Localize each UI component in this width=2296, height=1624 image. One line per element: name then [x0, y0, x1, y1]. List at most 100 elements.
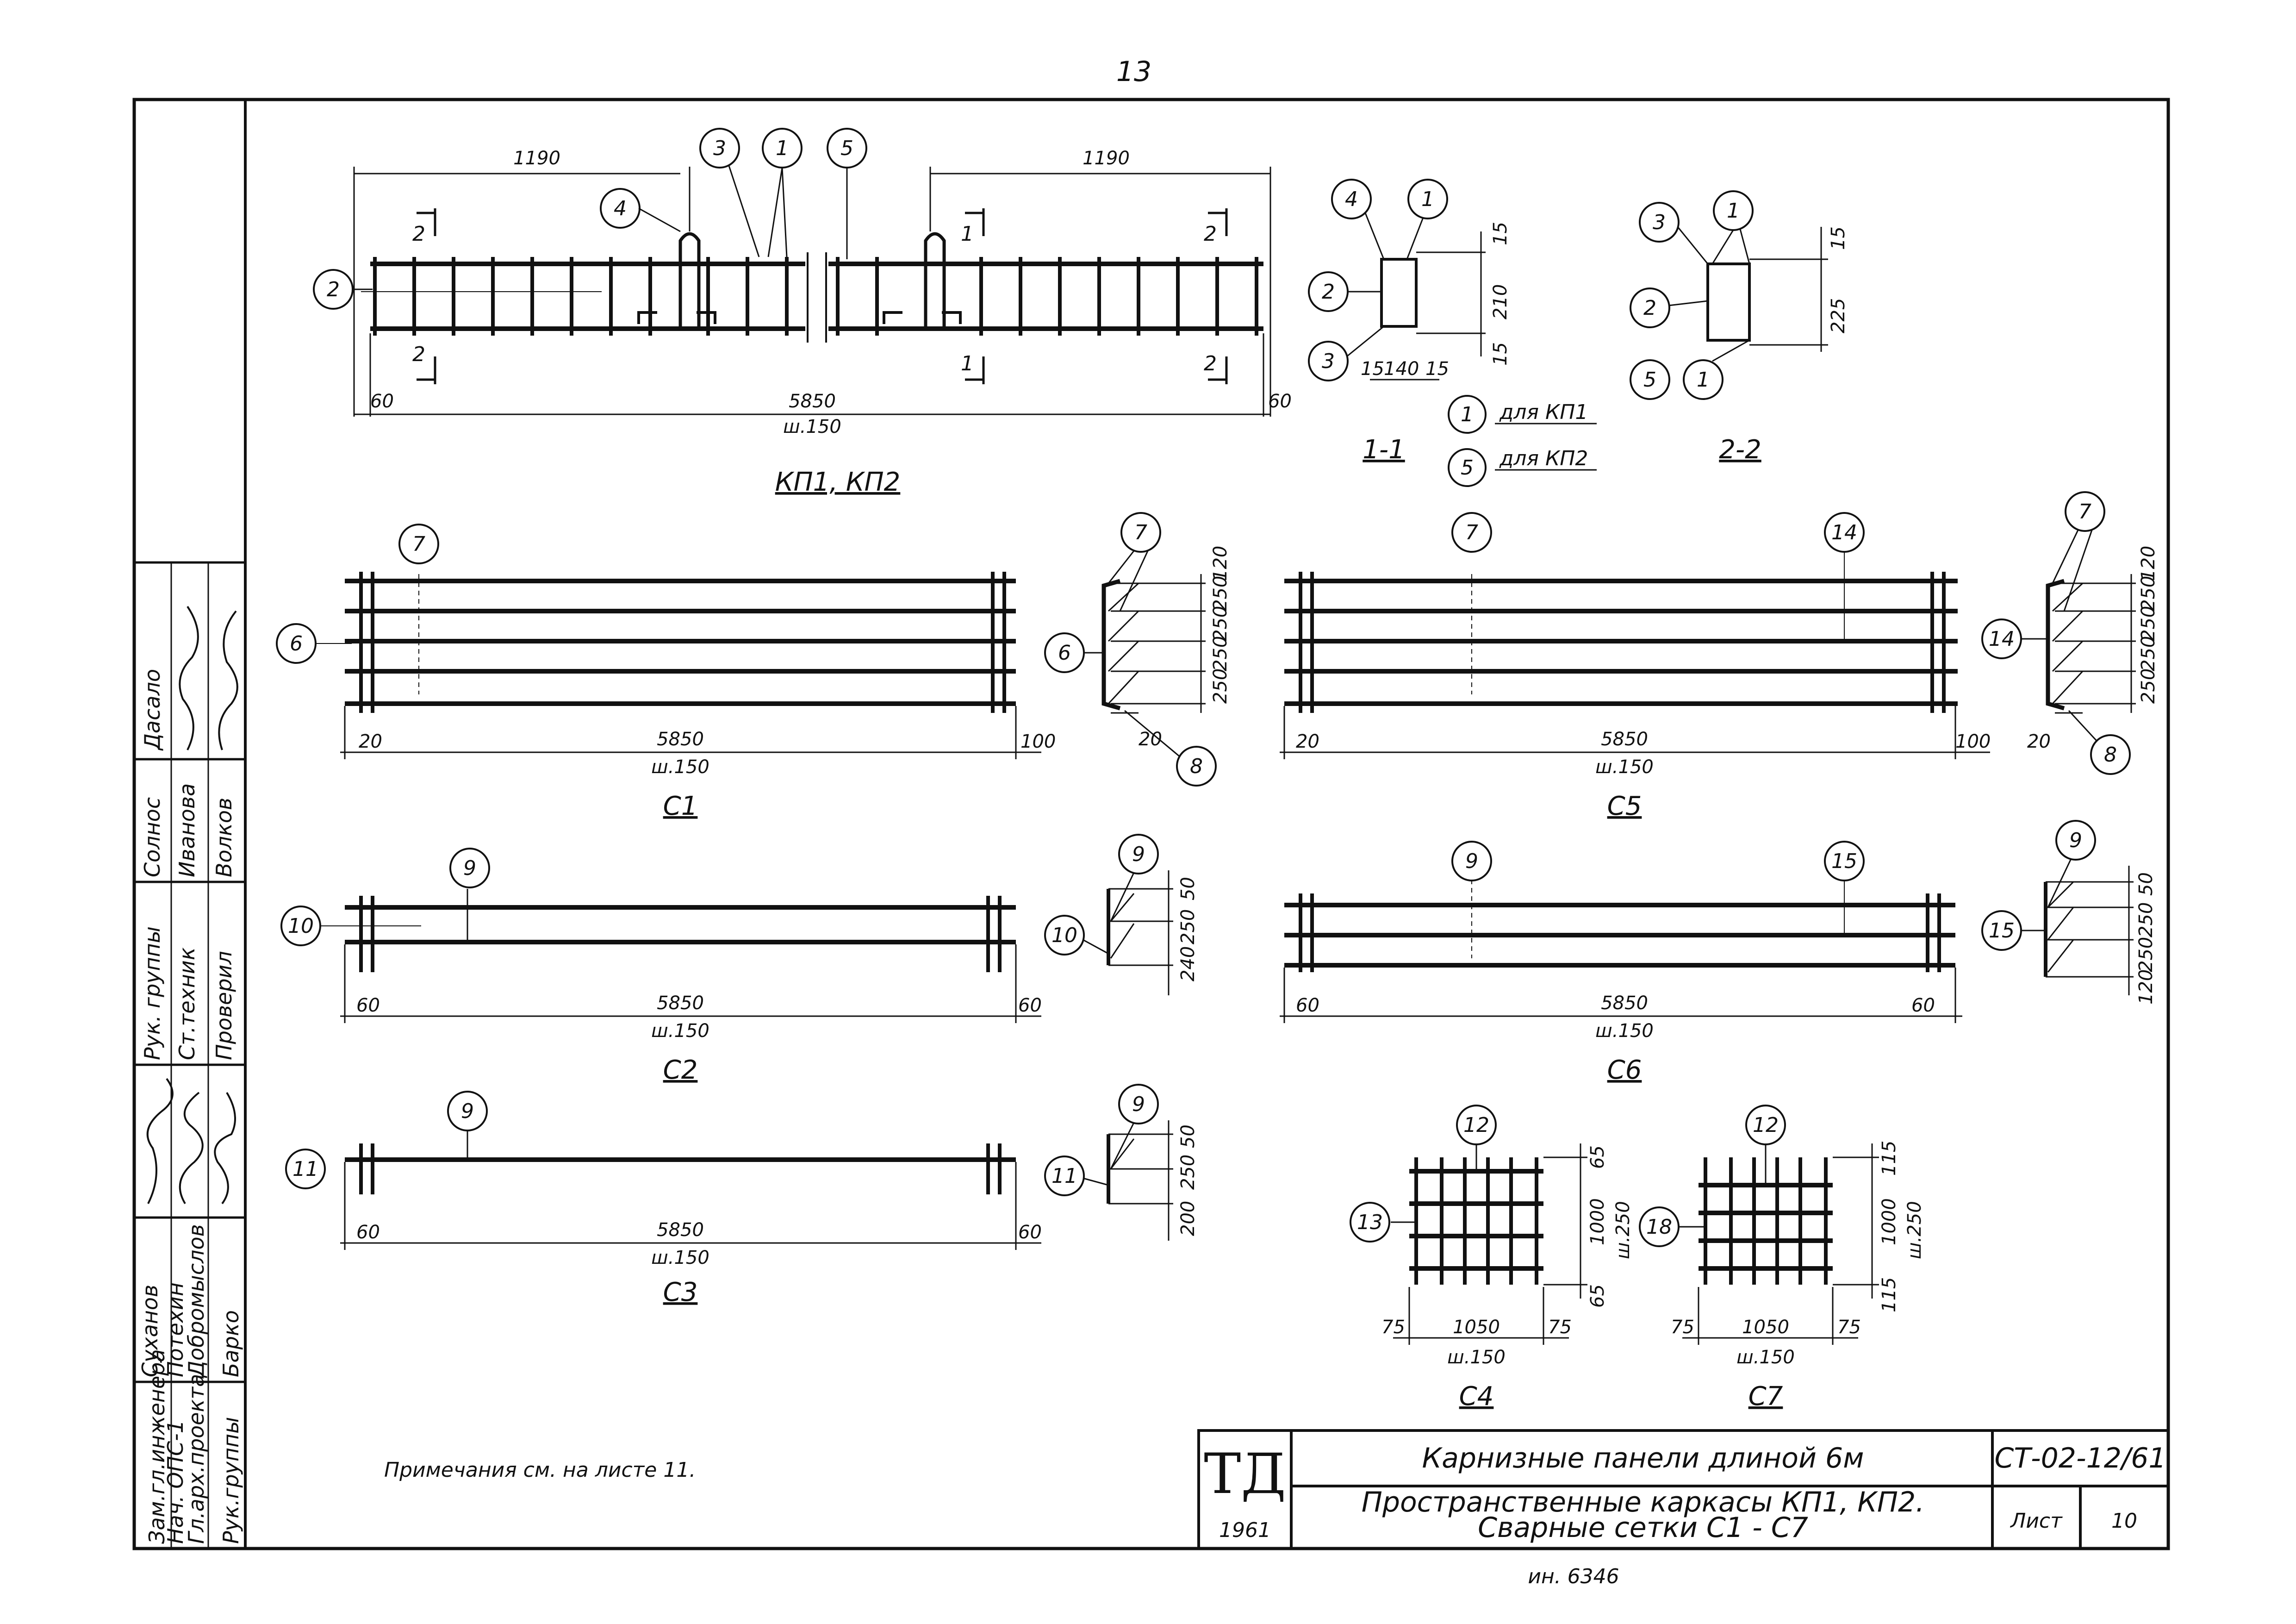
- c6-s-dim-2: 250: [2135, 937, 2157, 972]
- c1-s-dim-0: 120: [1210, 546, 1231, 581]
- s22-dim-225: 225: [1828, 298, 1849, 333]
- c6-s-callout-9: 9: [2069, 829, 2082, 852]
- c1-s-callout-7: 7: [1134, 521, 1147, 544]
- c6-end-right: 60: [1911, 995, 1935, 1016]
- c3-length: 5850: [657, 1219, 704, 1241]
- c2-s-callout-10: 10: [1052, 924, 1077, 947]
- c1-s-dim-3: 250: [1210, 636, 1231, 671]
- c5-caption: С5: [1607, 791, 1642, 821]
- c2-callout-left: 10: [288, 914, 314, 938]
- section-2-2: 15 225 3 1 2 5 1 2-2: [1630, 190, 1849, 465]
- mesh-c2: 60 5850 ш.150 60 9 10 С2 50 250 240 9 10: [280, 834, 1199, 1085]
- c1-s-dim-1: 250: [1210, 576, 1231, 611]
- c5-s-dim-2: 250: [2138, 606, 2159, 641]
- s11-caption: 1-1: [1363, 435, 1405, 465]
- title-main: Карнизные панели длиной 6м: [1422, 1442, 1864, 1474]
- c5-s-callout-14: 14: [1989, 627, 2015, 651]
- c3-end-right: 60: [1018, 1222, 1042, 1243]
- c6-pitch: ш.150: [1595, 1020, 1654, 1042]
- stamp-name-4: Барко: [218, 1310, 243, 1377]
- stamp-role-2: Нач. ОПС-1: [163, 1420, 188, 1544]
- mesh-c3: 60 5850 ш.150 60 9 11 С3 50 250 200 9 11: [285, 1084, 1199, 1307]
- c2-end-right: 60: [1018, 995, 1042, 1016]
- c5-s-callout-8: 8: [2104, 743, 2117, 767]
- stamp-name-3: Добромыслов: [184, 1224, 209, 1378]
- kp-pitch: ш.150: [783, 416, 841, 437]
- c2-pitch: ш.150: [651, 1020, 709, 1042]
- c4-pitch-v: ш.250: [1612, 1201, 1634, 1259]
- title-year: 1961: [1219, 1518, 1271, 1542]
- mesh-c4: 65 1000 ш.250 65 75 1050 ш.150 75 12 13 …: [1350, 1105, 1634, 1412]
- c7-caption: С7: [1748, 1381, 1783, 1412]
- c6-end-left: 60: [1296, 995, 1319, 1016]
- c5-s-dim-4: 250: [2138, 668, 2159, 704]
- c1-s-callout-8: 8: [1190, 755, 1203, 778]
- s22-callout-1b: 1: [1697, 368, 1710, 392]
- s11-legend-kp1: для КП1: [1499, 400, 1588, 424]
- stamp-role-4: Рук.группы: [218, 1417, 243, 1544]
- c4-width: 1050: [1453, 1317, 1500, 1338]
- signatures-block-top: [179, 606, 238, 750]
- c5-callout-right: 14: [1831, 521, 1857, 544]
- kp-callout-1: 1: [776, 137, 789, 160]
- stamp-b-3: Волков: [212, 798, 236, 877]
- s11-legend-num-5: 5: [1461, 456, 1474, 480]
- s22-callout-1a: 1: [1727, 199, 1740, 223]
- c4-pitch-h: ш.150: [1447, 1347, 1506, 1368]
- title-block: ТД 1961 Карнизные панели длиной 6м Прост…: [1197, 1429, 2170, 1550]
- s22-callout-3: 3: [1653, 211, 1666, 234]
- c4-height: 1000: [1587, 1198, 1608, 1245]
- stamp-c-1: Дасало: [140, 669, 165, 751]
- c4-end-left: 75: [1381, 1317, 1405, 1338]
- s22-dim-15: 15: [1828, 226, 1849, 250]
- stamp-b-1: Солнос: [140, 797, 165, 877]
- c5-callout-top: 7: [1465, 521, 1478, 544]
- kp-dim-total: 5850: [789, 391, 836, 412]
- section-mark-2c: 2: [1204, 222, 1217, 246]
- kp-callout-5: 5: [840, 137, 853, 160]
- kp-callout-4: 4: [614, 197, 627, 220]
- c5-s-callout-7: 7: [2078, 500, 2091, 524]
- s11-legend-kp2: для КП2: [1499, 447, 1588, 470]
- s22-caption: 2-2: [1719, 435, 1761, 465]
- s11-callout-2: 2: [1322, 280, 1335, 304]
- c7-height: 1000: [1879, 1198, 1900, 1245]
- c3-s-dim-2: 200: [1177, 1201, 1199, 1236]
- sheet-label: Лист: [2010, 1509, 2063, 1533]
- c3-s-dim-0: 50: [1177, 1124, 1199, 1148]
- c2-s-callout-9: 9: [1132, 843, 1145, 866]
- stamp-role-b-1: Рук. группы: [140, 926, 165, 1060]
- c2-callout-top: 9: [463, 856, 476, 880]
- section-mark-2d: 2: [1204, 352, 1217, 375]
- c5-s-dim-0: 120: [2138, 546, 2159, 581]
- c1-caption: С1: [663, 791, 698, 821]
- c3-s-callout-9: 9: [1132, 1093, 1145, 1116]
- document-code: СТ-02-12/61: [1994, 1442, 2166, 1474]
- c5-s-dim-1: 250: [2138, 576, 2159, 611]
- s11-callout-1: 1: [1421, 187, 1434, 211]
- c7-end-right: 75: [1837, 1317, 1861, 1338]
- s11-dim-15c: 15: [1361, 358, 1384, 380]
- mesh-c7: 115 1000 ш.250 115 75 1050 ш.150 75 12 1…: [1639, 1105, 1925, 1412]
- kp-callout-2: 2: [327, 278, 340, 301]
- stamp-role-b-2: Ст.техник: [174, 947, 199, 1060]
- frame-kp-drawing: 1190 1190 5850 ш.150 60 60 2 2 1 1 2 2: [313, 128, 1292, 497]
- c7-top: 115: [1879, 1141, 1900, 1176]
- c6-s-dim-3: 120: [2135, 969, 2157, 1005]
- section-mark-1a: 1: [961, 222, 974, 246]
- c5-end-right: 100: [1955, 731, 1991, 752]
- s11-dim-15a: 15: [1490, 222, 1511, 245]
- kp-end-right: 60: [1268, 391, 1292, 412]
- kp-callout-3: 3: [713, 137, 726, 160]
- c3-s-dim-1: 250: [1177, 1155, 1199, 1190]
- mesh-c5: 20 5850 ш.150 100 7 14 С5 120 250 250 25…: [1280, 491, 2159, 821]
- s22-callout-5: 5: [1643, 368, 1656, 392]
- c2-caption: С2: [663, 1055, 698, 1085]
- c4-caption: С4: [1459, 1381, 1494, 1412]
- c7-bottom: 115: [1879, 1277, 1900, 1312]
- section-mark-2b: 2: [412, 343, 425, 366]
- c6-caption: С6: [1607, 1055, 1642, 1085]
- c6-callout-top: 9: [1465, 849, 1478, 873]
- title-sub-1: Пространственные каркасы КП1, КП2.: [1362, 1486, 1925, 1518]
